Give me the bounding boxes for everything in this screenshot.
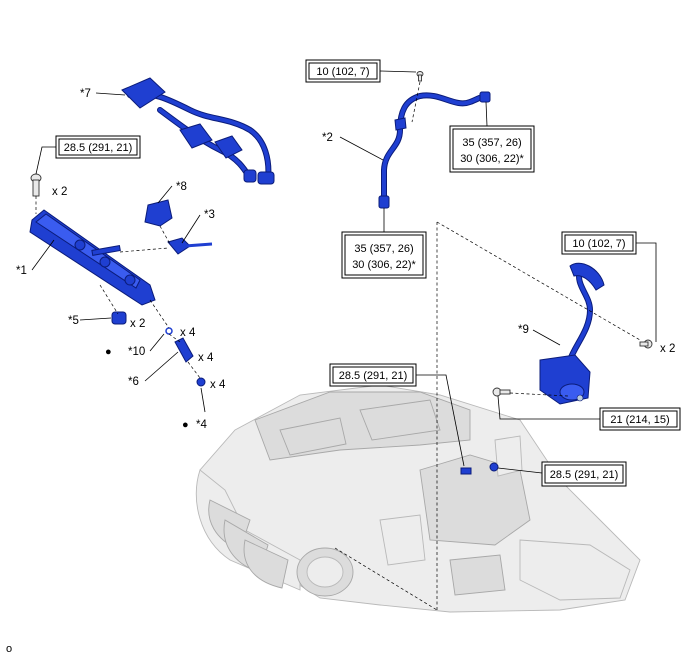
c9-lower-bolt-icon	[492, 387, 511, 397]
pipe-bolt-icon	[416, 71, 424, 82]
callout-2: *2	[322, 132, 333, 144]
part-6-injector	[174, 337, 194, 363]
part-1-fuel-rail	[29, 209, 156, 306]
bullet-marker-10: ●	[105, 346, 112, 358]
torque-pipe-end-b: 35 (357, 26) 30 (306, 22)*	[341, 208, 427, 279]
torque-engine-right: 28.5 (291, 21)	[497, 461, 627, 487]
part-4-seal	[196, 377, 206, 387]
qty-part-4: x 4	[210, 379, 226, 391]
part-5-insulator	[111, 311, 127, 325]
torque-rail-bolt-text: 28.5 (291, 21)	[64, 142, 133, 154]
callout-4: *4	[196, 419, 207, 431]
qty-part-5: x 2	[130, 318, 145, 330]
torque-pipe-end-b-line2: 30 (306, 22)*	[352, 259, 416, 271]
callout-5: *5	[68, 315, 79, 327]
qty-part-10: x 4	[180, 327, 196, 339]
torque-c9-bolt: 10 (102, 7)	[561, 231, 657, 342]
part-8-clip	[144, 199, 173, 227]
qty-c9-bolt: x 2	[660, 343, 675, 355]
callout-1: *1	[16, 265, 27, 277]
qty-rail-bolt: x 2	[52, 186, 67, 198]
part-2-fuel-pipe	[378, 91, 491, 209]
callout-leaders	[31, 92, 561, 413]
torque-c9-bolt-text: 10 (102, 7)	[572, 238, 625, 250]
part-3-sensor	[167, 237, 213, 255]
torque-pipe-end-a-line1: 35 (357, 26)	[462, 137, 521, 149]
callout-3: *3	[204, 209, 215, 221]
callout-6: *6	[128, 376, 139, 388]
part-9-assembly	[539, 262, 605, 405]
dashed-guides	[35, 81, 641, 611]
torque-pipe-end-a: 35 (357, 26) 30 (306, 22)*	[449, 101, 535, 173]
part-10-o-ring	[165, 327, 173, 335]
callout-10: *10	[128, 346, 145, 358]
torque-engine-left-text: 28.5 (291, 21)	[339, 370, 408, 382]
torque-engine-left: 28.5 (291, 21)	[329, 363, 465, 467]
part-7-wire-harness	[121, 77, 275, 185]
torque-pipe-end-b-line1: 35 (357, 26)	[354, 243, 413, 255]
torque-rail-bolt: 28.5 (291, 21)	[35, 135, 141, 175]
torque-pipe-bolt-text: 10 (102, 7)	[316, 66, 369, 78]
c9-bolt-icon	[639, 339, 653, 349]
rail-bolt-icon	[30, 173, 42, 197]
torque-c9-lower-text: 21 (214, 15)	[610, 414, 669, 426]
engine-fitting-left	[460, 467, 472, 475]
engine-illustration	[195, 384, 641, 613]
engine-fitting-right	[489, 462, 499, 472]
torque-engine-right-text: 28.5 (291, 21)	[550, 469, 619, 481]
torque-pipe-end-a-line2: 30 (306, 22)*	[460, 153, 524, 165]
qty-part-6: x 4	[198, 352, 214, 364]
figure-code: o	[6, 643, 12, 655]
torque-c9-lower: 21 (214, 15)	[497, 395, 681, 431]
callout-7: *7	[80, 88, 91, 100]
bullet-marker-4: ●	[182, 419, 189, 431]
torque-pipe-bolt: 10 (102, 7)	[305, 59, 417, 83]
callout-9: *9	[518, 324, 529, 336]
callout-8: *8	[176, 181, 187, 193]
